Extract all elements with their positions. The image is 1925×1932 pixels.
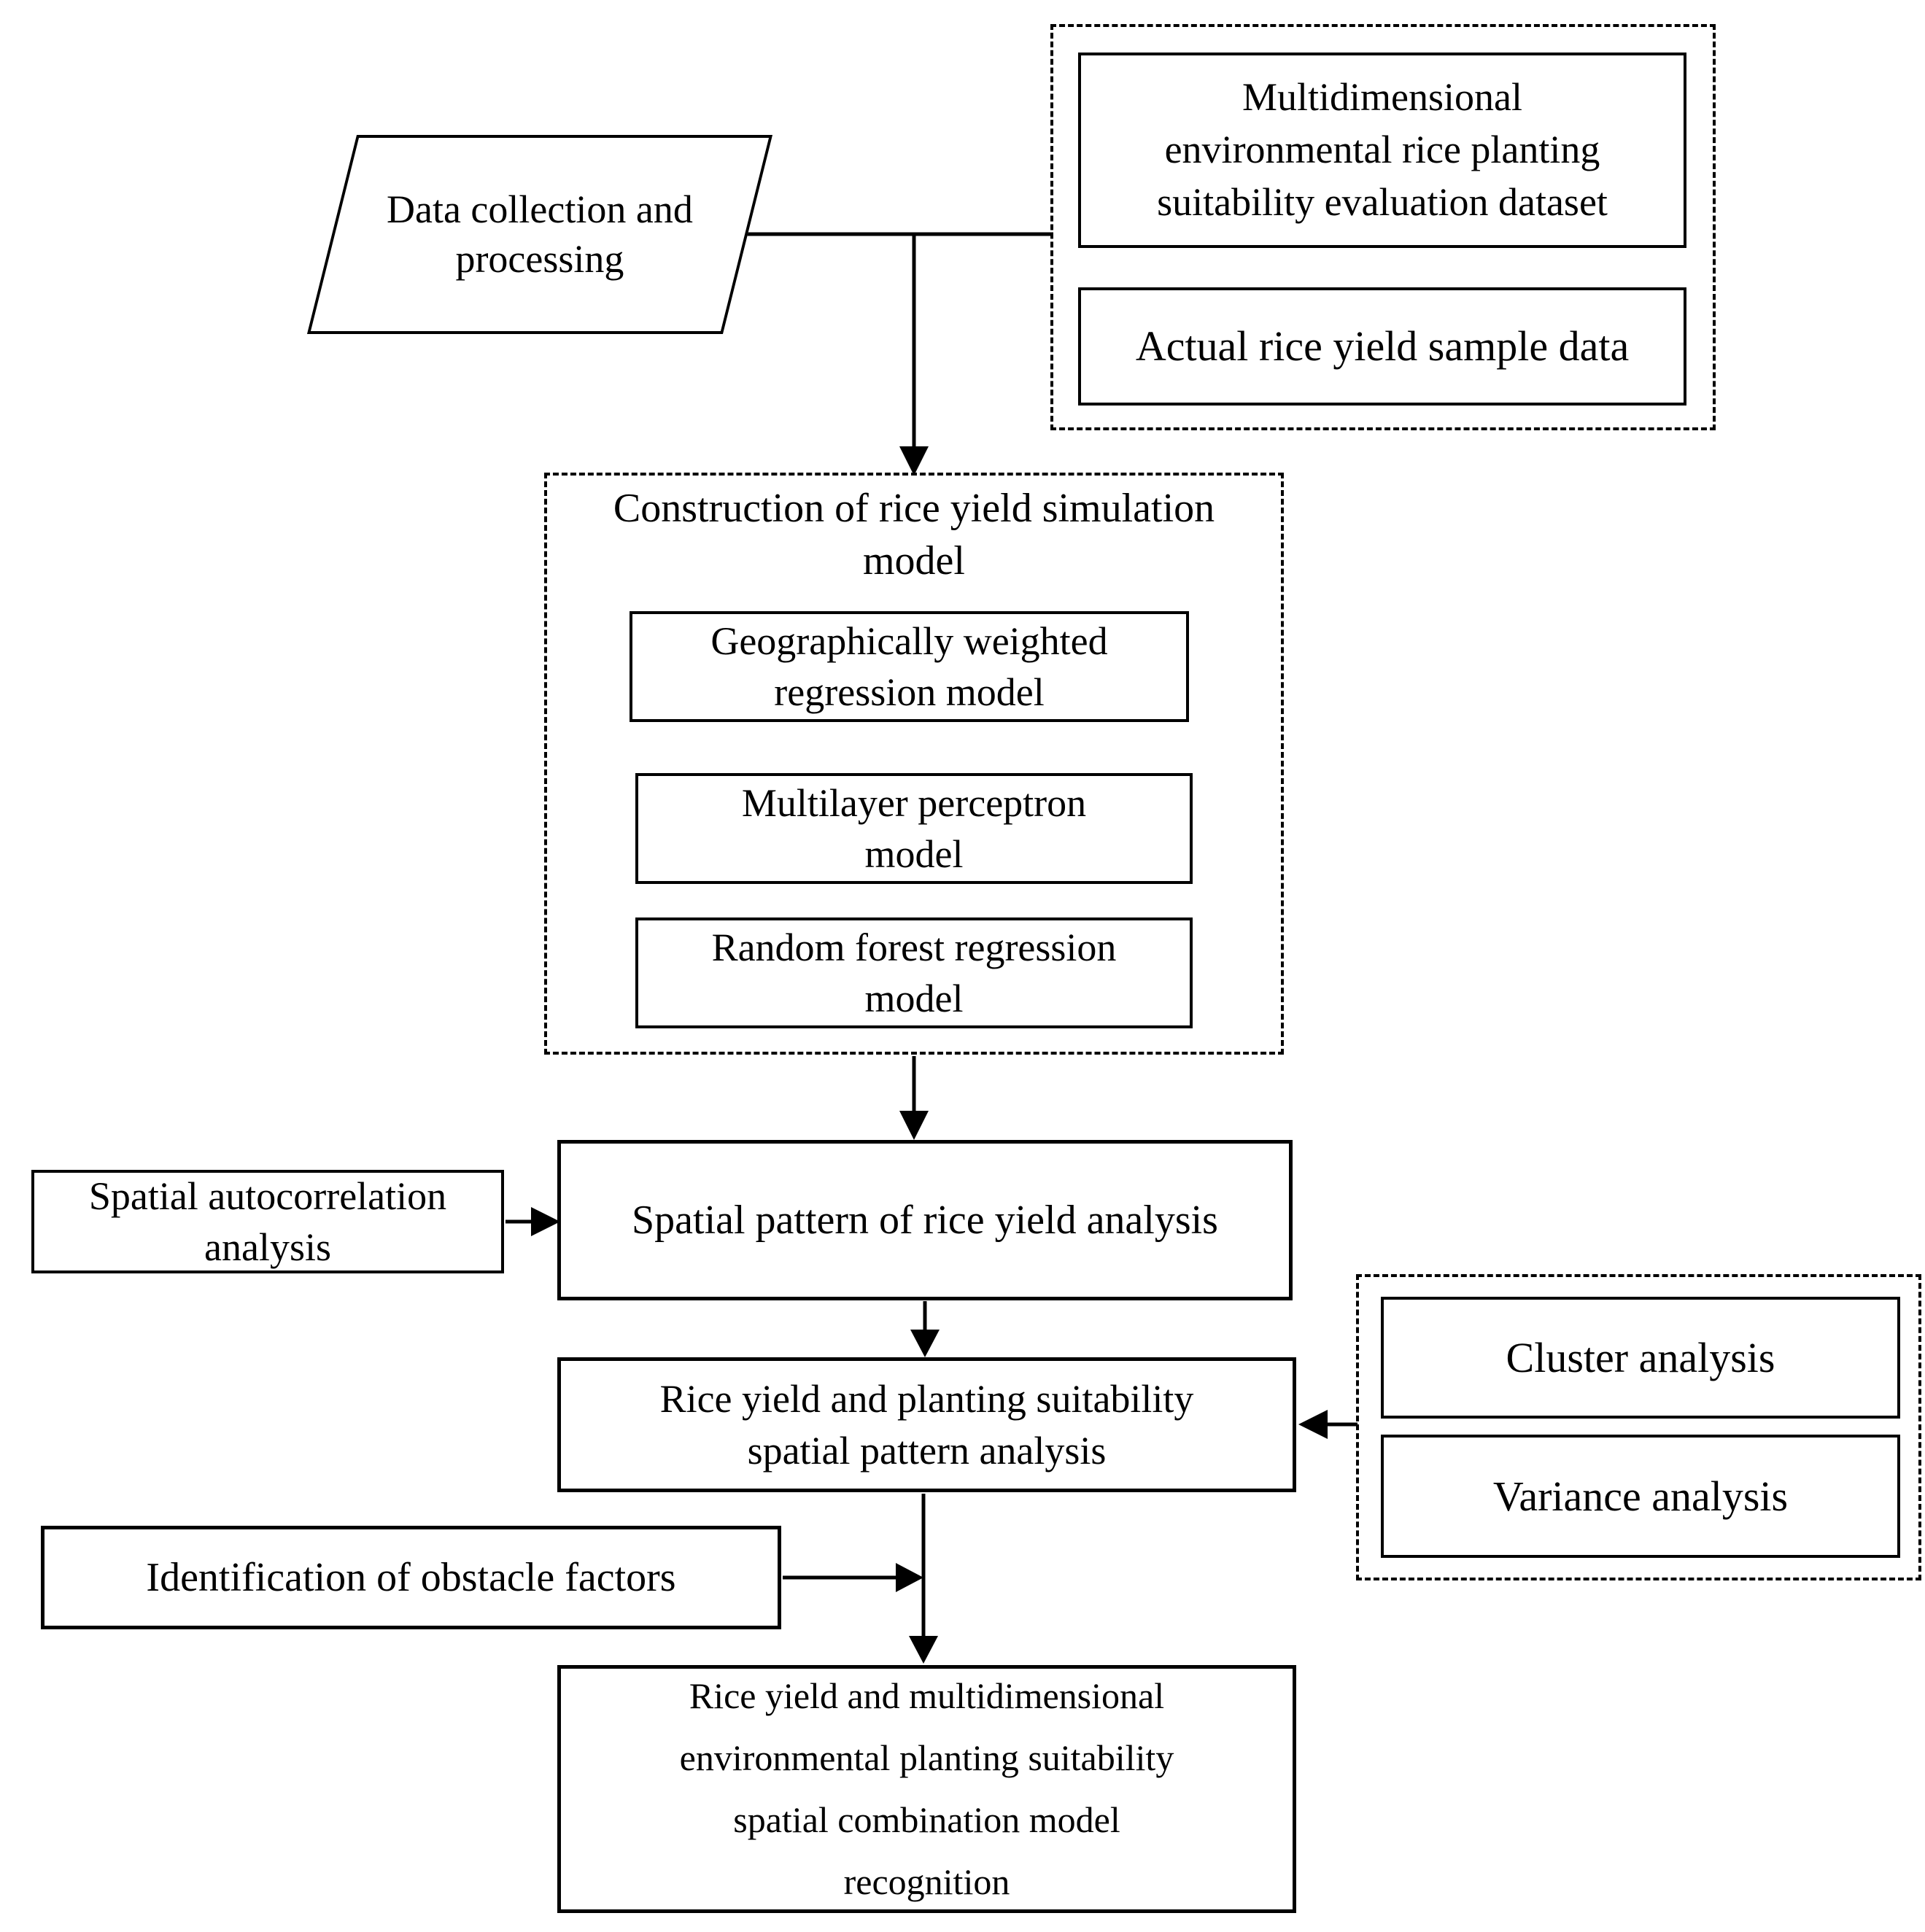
group-statistical-analysis: [1356, 1274, 1921, 1580]
node-final-recognition: Rice yield and multidimensional environm…: [557, 1665, 1296, 1913]
node-actual-yield-data-label: Actual rice yield sample data: [1135, 322, 1630, 371]
node-rfr-model: Random forest regression model: [635, 917, 1193, 1028]
node-multidimensional-dataset-label: Multidimensional environmental rice plan…: [1157, 75, 1608, 224]
node-gwr-model-label: Geographically weighted regression model: [710, 618, 1108, 714]
group-construction-title: Construction of rice yield simulation mo…: [551, 483, 1277, 587]
node-multidimensional-dataset: Multidimensional environmental rice plan…: [1078, 53, 1686, 248]
node-data-collection-label: Data collection and processing: [387, 187, 693, 281]
node-mlp-model: Multilayer perceptron model: [635, 773, 1193, 884]
group-input-datasets: [1050, 24, 1716, 430]
node-spatial-autocorrelation: Spatial autocorrelation analysis: [31, 1170, 504, 1273]
node-variance-analysis-label: Variance analysis: [1492, 1472, 1789, 1520]
arrowhead-left-yieldsuitability: [1298, 1410, 1328, 1439]
node-spatial-pattern: Spatial pattern of rice yield analysis: [557, 1140, 1293, 1300]
arrowhead-right-mainline: [896, 1563, 923, 1592]
group-construction-model: [544, 473, 1284, 1055]
arrowhead-right-spatialpattern: [531, 1207, 560, 1236]
node-actual-yield-data: Actual rice yield sample data: [1078, 287, 1686, 406]
node-final-recognition-label: Rice yield and multidimensional environm…: [679, 1675, 1174, 1902]
node-gwr-model: Geographically weighted regression model: [630, 611, 1189, 722]
node-data-collection: Data collection and processing: [306, 135, 773, 334]
arrowhead-down-yieldsuitability: [910, 1330, 940, 1357]
node-yield-suitability-pattern: Rice yield and planting suitability spat…: [557, 1357, 1296, 1492]
node-obstacle-factors-label: Identification of obstacle factors: [146, 1554, 676, 1600]
node-yield-suitability-pattern-label: Rice yield and planting suitability spat…: [659, 1377, 1194, 1473]
group-construction-title-label: Construction of rice yield simulation mo…: [613, 486, 1215, 583]
arrowhead-down-spatialpattern: [899, 1111, 929, 1140]
node-mlp-model-label: Multilayer perceptron model: [741, 780, 1087, 876]
node-cluster-analysis: Cluster analysis: [1381, 1297, 1900, 1419]
node-spatial-autocorrelation-label: Spatial autocorrelation analysis: [88, 1173, 447, 1269]
node-rfr-model-label: Random forest regression model: [711, 925, 1117, 1020]
node-variance-analysis: Variance analysis: [1381, 1435, 1900, 1558]
arrowhead-down-construction: [899, 446, 929, 476]
node-spatial-pattern-label: Spatial pattern of rice yield analysis: [632, 1197, 1218, 1243]
arrowhead-down-final: [909, 1636, 938, 1664]
node-obstacle-factors: Identification of obstacle factors: [41, 1526, 781, 1629]
node-cluster-analysis-label: Cluster analysis: [1506, 1333, 1775, 1381]
